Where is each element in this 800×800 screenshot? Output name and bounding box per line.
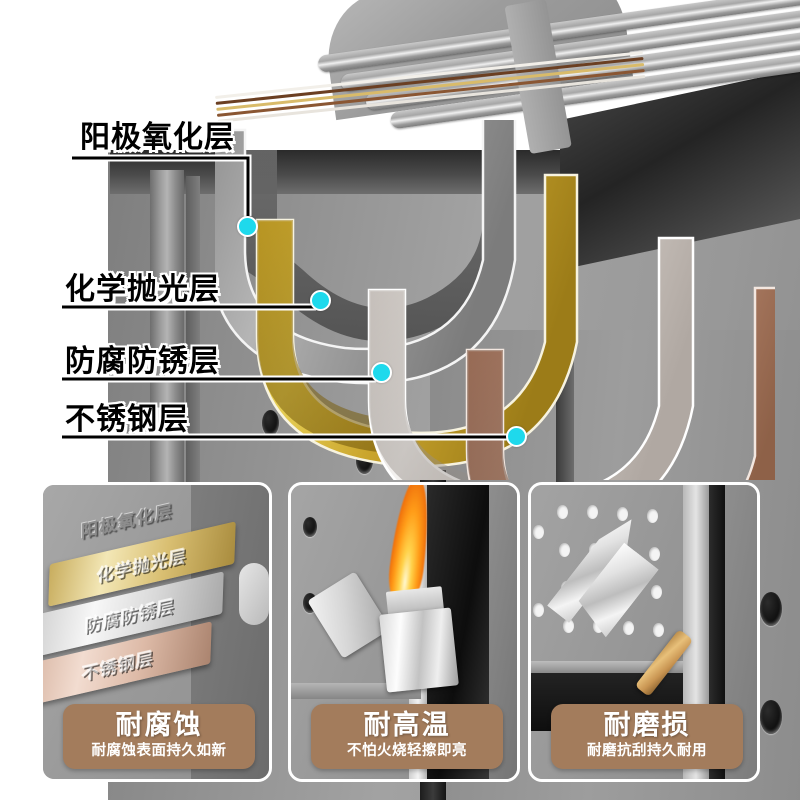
feature-title: 耐腐蚀 <box>115 709 203 740</box>
callout-label-stainless: 不锈钢层 <box>65 403 189 436</box>
leader-line-stainless <box>60 430 520 444</box>
feature-subtitle: 耐腐蚀表面持久如新 <box>91 742 227 759</box>
feature-caption-corrosion: 耐腐蚀 耐腐蚀表面持久如新 <box>63 703 255 769</box>
callout-label-anodized: 阳极氧化层 <box>80 121 235 154</box>
feature-card-wear[interactable]: 耐磨损 耐磨抗刮持久耐用 <box>528 482 760 782</box>
panel-hole <box>760 592 782 626</box>
callout-dot-anticorrosion[interactable] <box>371 362 392 383</box>
callout-dot-polished[interactable] <box>310 290 331 311</box>
feature-caption-wear: 耐磨损 耐磨抗刮持久耐用 <box>551 703 743 769</box>
feature-subtitle: 耐磨抗刮持久耐用 <box>587 742 707 759</box>
feature-title: 耐高温 <box>363 709 451 740</box>
copper-stainless-ribbon <box>465 286 791 581</box>
feature-card-corrosion[interactable]: 阳极氧化层 化学抛光层 防腐防锈层 不锈钢层 耐腐蚀 耐腐蚀表面持久如新 <box>40 482 272 782</box>
feature-title: 耐磨损 <box>603 709 691 740</box>
layer-ribbon-group <box>208 98 791 581</box>
callout-dot-anodized[interactable] <box>237 216 258 237</box>
callout-label-anticorrosion: 防腐防锈层 <box>65 345 220 378</box>
lighter-body <box>379 607 459 693</box>
rack-upright-left-edge <box>186 176 200 486</box>
panel-hole <box>760 700 782 734</box>
callout-label-polished: 化学抛光层 <box>65 273 220 306</box>
leader-line-anodized <box>70 150 280 230</box>
panel-hole <box>262 410 279 436</box>
leader-line-anticorrosion <box>60 372 380 386</box>
callout-dot-stainless[interactable] <box>506 426 527 447</box>
feature-caption-heat: 耐高温 不怕火烧轻擦即亮 <box>311 703 503 769</box>
feature-subtitle: 不怕火烧轻擦即亮 <box>347 742 467 759</box>
panel-hole <box>303 517 317 537</box>
feature-card-row: 阳极氧化层 化学抛光层 防腐防锈层 不锈钢层 耐腐蚀 耐腐蚀表面持久如新 <box>0 478 800 800</box>
feature-card-heat[interactable]: 耐高温 不怕火烧轻擦即亮 <box>288 482 520 782</box>
leader-line-polished <box>60 300 320 314</box>
